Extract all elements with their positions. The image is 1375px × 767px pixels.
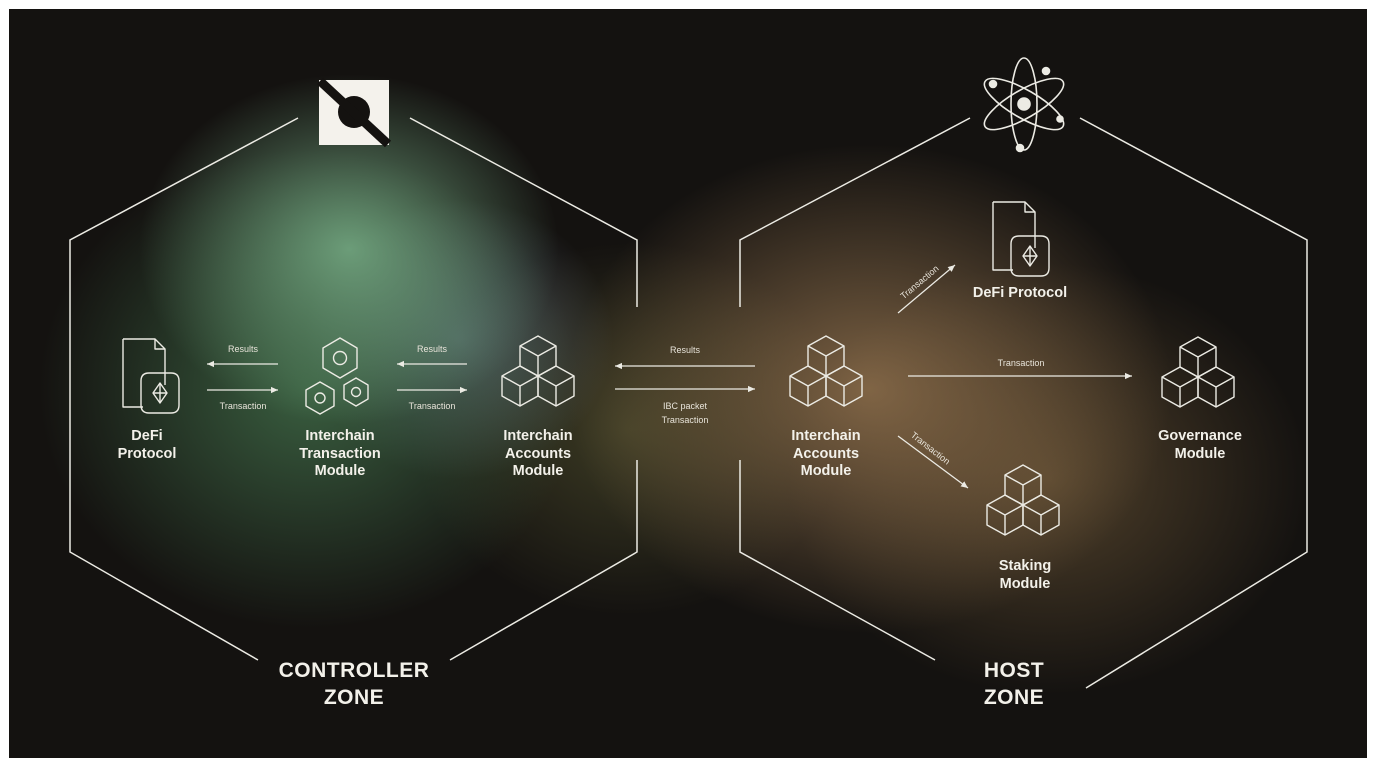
hexagon-modules-icon	[305, 337, 369, 415]
controller-defi-protocol-label: DeFi Protocol	[117, 428, 177, 462]
cosmos-atom-icon	[983, 57, 1065, 153]
controller-interchain-accounts-module-label: Interchain Accounts Module	[503, 428, 573, 480]
host-interchain-accounts-module-label: Interchain Accounts Module	[791, 428, 861, 480]
edge-label-results: Results	[416, 344, 447, 354]
stacked-cubes-icon	[501, 335, 575, 407]
stride-logo-icon	[316, 77, 392, 148]
staking-module-label: Staking Module	[998, 558, 1052, 592]
edge-label-transaction: Transaction	[408, 401, 456, 411]
transaction-arrow-staking	[897, 435, 969, 489]
stacked-cubes-icon	[1161, 336, 1235, 408]
stacked-cubes-icon	[789, 335, 863, 407]
host-defi-protocol-label: DeFi Protocol	[972, 285, 1068, 301]
contract-document-icon	[122, 338, 180, 414]
host-zone-outline	[739, 117, 1308, 689]
controller-zone-label: CONTROLLER ZONE	[278, 659, 430, 710]
edge-label-results: Results	[669, 345, 700, 355]
edge-label-results: Results	[227, 344, 258, 354]
edge-label-transaction-governance: Transaction	[997, 358, 1045, 368]
edge-label-ibc-packet-transaction: IBC packet Transaction	[661, 401, 709, 425]
host-zone-label: HOST ZONE	[983, 659, 1045, 710]
governance-module-label: Governance Module	[1158, 428, 1242, 462]
contract-document-icon	[992, 201, 1050, 277]
stacked-cubes-icon	[986, 464, 1060, 536]
interchain-transaction-module-label: Interchain Transaction Module	[299, 428, 381, 480]
transaction-arrow-defi	[897, 264, 956, 314]
edge-label-transaction: Transaction	[219, 401, 267, 411]
controller-zone-outline	[69, 117, 638, 661]
diagram-background	[9, 9, 1367, 758]
